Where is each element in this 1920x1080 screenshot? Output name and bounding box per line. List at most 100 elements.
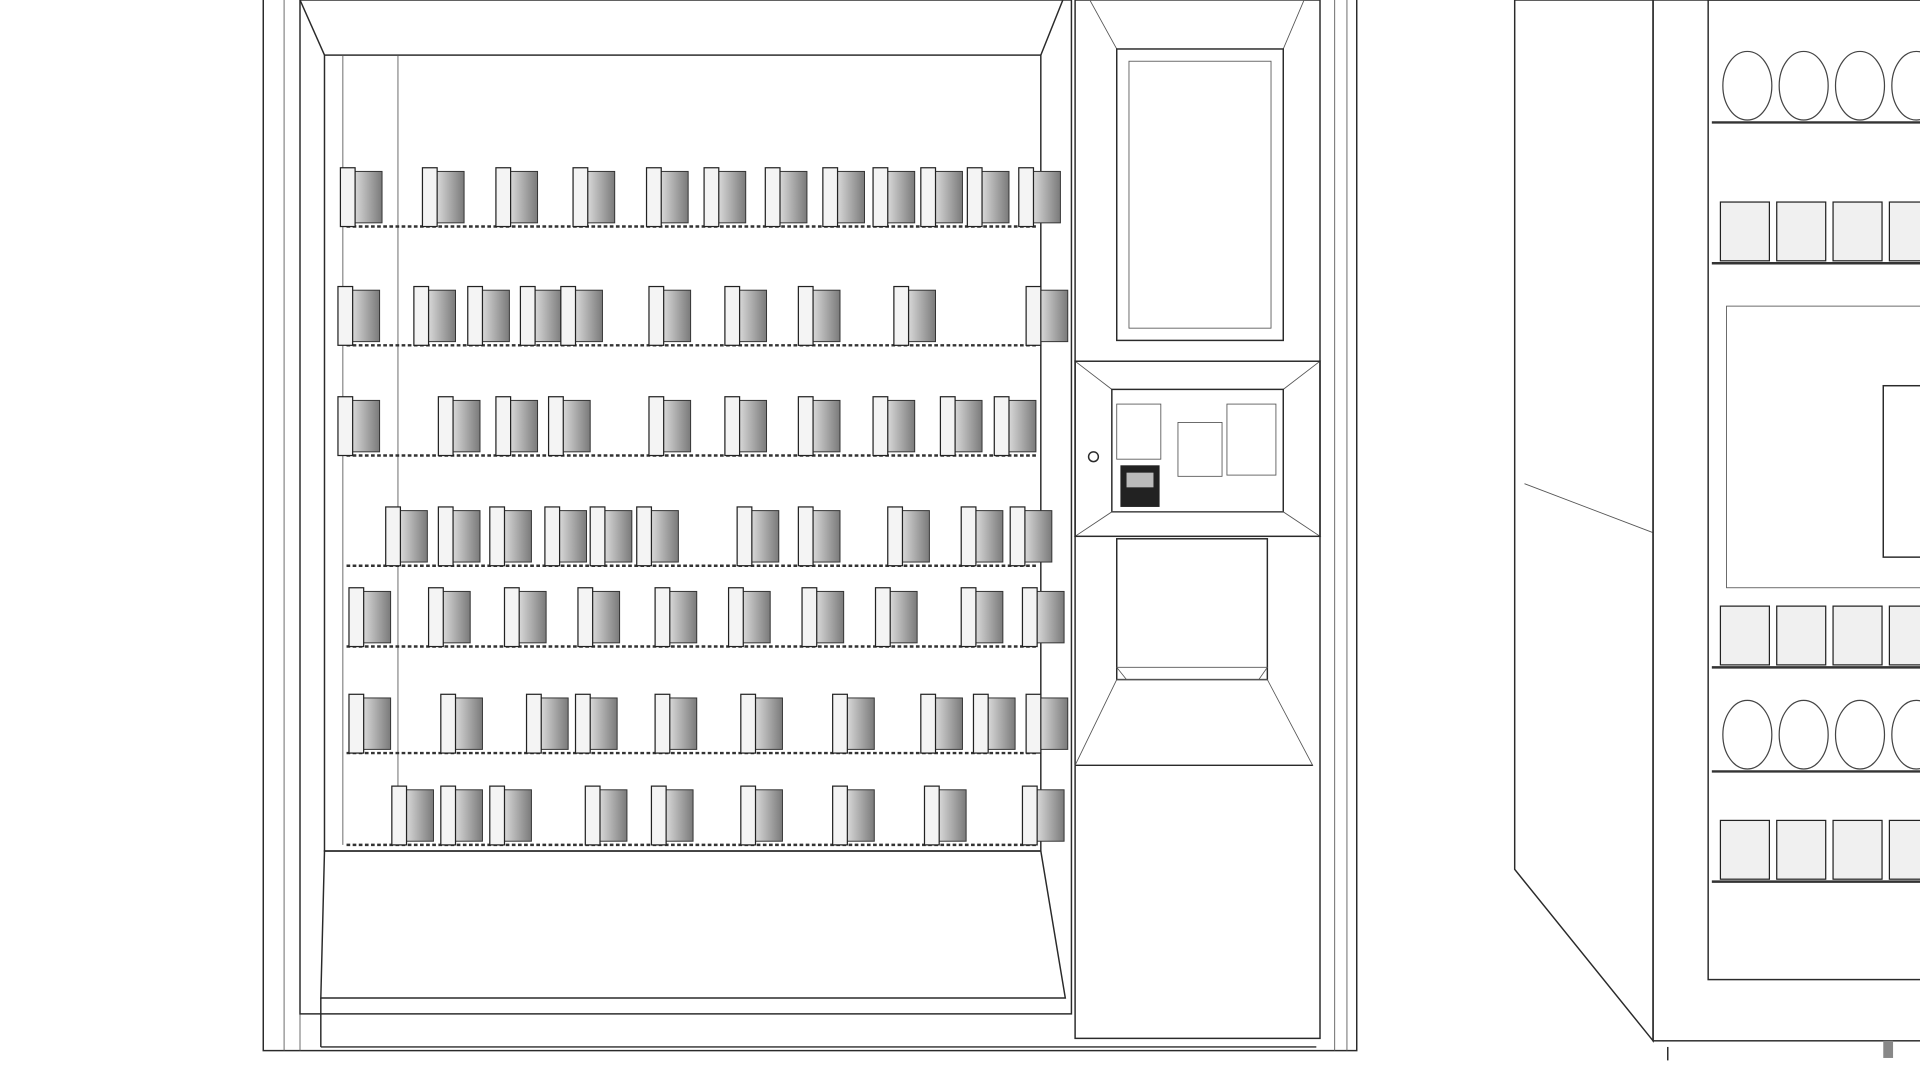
product-slot	[489, 506, 532, 567]
product-slot	[503, 587, 547, 648]
product-slot	[339, 167, 383, 228]
product-slot	[348, 693, 392, 754]
product-slot	[440, 785, 483, 846]
product-pusher	[560, 285, 577, 346]
product-slot	[724, 396, 768, 457]
spiral-coil	[1778, 50, 1829, 121]
bill-acceptor[interactable]	[1116, 403, 1162, 460]
product-pusher	[832, 693, 848, 754]
product-shelves	[337, 167, 1069, 847]
product-slot	[525, 693, 569, 754]
product-pusher	[427, 587, 444, 648]
spiral-coil	[1722, 50, 1773, 121]
product-pusher	[544, 506, 561, 567]
product-pusher	[939, 396, 956, 457]
product-pusher	[337, 285, 354, 346]
product-slot	[939, 396, 983, 457]
product-pusher	[339, 167, 356, 228]
product-slot	[645, 167, 689, 228]
lock-icon	[1087, 451, 1100, 463]
product-pusher	[574, 693, 591, 754]
product-slot	[822, 167, 865, 228]
product-slot	[832, 693, 875, 754]
product-pusher	[724, 396, 741, 457]
product-slot	[337, 396, 381, 457]
product-slot	[801, 587, 845, 648]
product-slot	[960, 506, 1004, 567]
product-slot	[636, 506, 679, 567]
product-pusher	[920, 693, 937, 754]
product-pusher	[577, 587, 594, 648]
product-slot	[797, 285, 841, 346]
product-pusher	[1009, 506, 1026, 567]
product-pusher	[736, 506, 753, 567]
product-slot	[993, 396, 1037, 457]
product-slot	[703, 167, 747, 228]
product-pusher	[872, 396, 889, 457]
product-slot	[1021, 785, 1065, 846]
control-panel	[1073, 0, 1322, 1040]
product-pusher	[503, 587, 520, 648]
product-slot	[437, 396, 481, 457]
product-slot	[547, 396, 591, 457]
product-slot	[920, 167, 963, 228]
product-pusher	[740, 693, 757, 754]
product-pusher	[797, 285, 814, 346]
product-box	[1719, 201, 1770, 262]
product-slot	[337, 285, 381, 346]
product-slot	[385, 506, 428, 567]
product-pusher	[440, 693, 457, 754]
product-slot	[574, 693, 618, 754]
product-pusher	[648, 285, 665, 346]
spiral-coil	[1834, 50, 1886, 121]
product-slot	[589, 506, 633, 567]
product-box	[1776, 201, 1827, 262]
product-pusher	[385, 506, 402, 567]
product-slot	[495, 396, 539, 457]
product-pusher	[495, 167, 512, 228]
product-pusher	[874, 587, 891, 648]
product-slot	[727, 587, 771, 648]
spiral-coil	[1778, 699, 1829, 770]
product-pusher	[437, 506, 454, 567]
spiral-coil	[1891, 699, 1920, 770]
product-pusher	[391, 785, 408, 846]
product-slot	[797, 506, 841, 567]
product-slot	[920, 693, 963, 754]
product-pusher	[832, 785, 848, 846]
product-pusher	[972, 693, 989, 754]
product-pusher	[887, 506, 904, 567]
product-pusher	[636, 506, 653, 567]
product-pusher	[348, 587, 365, 648]
product-slot	[654, 693, 698, 754]
product-slot	[584, 785, 628, 846]
delivery-port[interactable]	[1116, 538, 1269, 681]
product-slot	[1009, 506, 1053, 567]
product-box	[1888, 819, 1920, 880]
product-pusher	[960, 587, 977, 648]
product-pusher	[764, 167, 781, 228]
product-slot	[650, 785, 694, 846]
spiral-coil	[1722, 699, 1773, 770]
product-pusher	[519, 285, 536, 346]
product-slot	[736, 506, 780, 567]
product-pusher	[648, 396, 665, 457]
card-reader[interactable]	[1226, 403, 1277, 476]
product-slot	[654, 587, 698, 648]
product-pusher	[993, 396, 1010, 457]
product-slot	[1021, 587, 1065, 648]
product-slot	[467, 285, 510, 346]
product-slot	[887, 506, 930, 567]
product-pusher	[740, 785, 757, 846]
product-pusher	[822, 167, 839, 228]
product-slot	[572, 167, 616, 228]
product-pusher	[645, 167, 662, 228]
product-slot	[893, 285, 936, 346]
product-slot	[421, 167, 465, 228]
product-pusher	[413, 285, 430, 346]
product-pusher	[437, 396, 454, 457]
product-pusher	[797, 396, 814, 457]
product-slot	[413, 285, 457, 346]
product-pusher	[960, 506, 977, 567]
